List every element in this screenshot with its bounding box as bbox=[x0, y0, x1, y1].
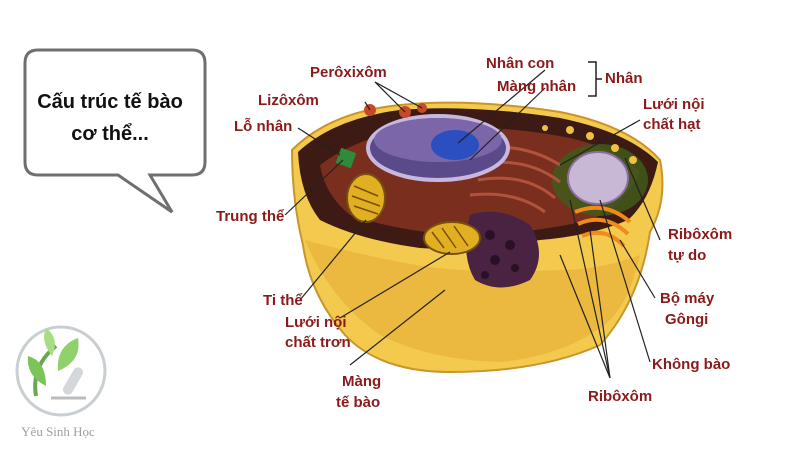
label-khong-bao: Không bào bbox=[652, 356, 731, 373]
label-peroxixom: Perôxixôm bbox=[310, 64, 387, 81]
label-nhan-con: Nhân con bbox=[486, 55, 555, 72]
label-riboxom: Ribôxôm bbox=[588, 388, 653, 405]
label-luoi-noi-chat-tron-1: Lưới nội bbox=[285, 314, 347, 331]
label-bo-may-gongi-2: Gôngi bbox=[665, 311, 709, 328]
vacuole bbox=[567, 151, 629, 205]
centrosome bbox=[335, 147, 357, 169]
label-ti-the: Ti thể bbox=[263, 292, 303, 309]
label-riboxom-tu-do-2: tự do bbox=[668, 247, 707, 264]
label-trung-the: Trung thể bbox=[216, 208, 285, 225]
bubble-line-1: Cấu trúc tế bào bbox=[37, 91, 183, 113]
watermark-text: Yêu Sinh Học bbox=[21, 424, 95, 439]
label-riboxom-tu-do-1: Ribôxôm bbox=[668, 226, 733, 243]
label-mang-nhan: Màng nhân bbox=[497, 78, 577, 95]
nucleolus bbox=[431, 130, 479, 160]
mitochondrion-upper bbox=[346, 173, 386, 223]
label-nhan: Nhân bbox=[605, 70, 643, 87]
golgi bbox=[574, 205, 632, 248]
bubble-text: Cấu trúc tế bào cơ thể... bbox=[30, 86, 190, 150]
label-bo-may-gongi-1: Bộ máy bbox=[660, 290, 715, 307]
mitochondrion-lower bbox=[423, 221, 481, 255]
label-lizoxom: Lizôxôm bbox=[258, 92, 319, 109]
label-luoi-noi-chat-tron-2: chất trơn bbox=[285, 334, 351, 351]
bubble-line-2: cơ thể... bbox=[71, 123, 149, 145]
label-lo-nhan: Lỗ nhân bbox=[234, 118, 293, 135]
leaf-logo-icon bbox=[15, 325, 107, 417]
label-mang-te-bao-2: tế bào bbox=[336, 394, 381, 411]
label-mang-te-bao-1: Màng bbox=[342, 373, 382, 390]
label-luoi-noi-chat-hat-1: Lưới nội bbox=[643, 96, 705, 113]
label-luoi-noi-chat-hat-2: chất hạt bbox=[643, 116, 701, 133]
